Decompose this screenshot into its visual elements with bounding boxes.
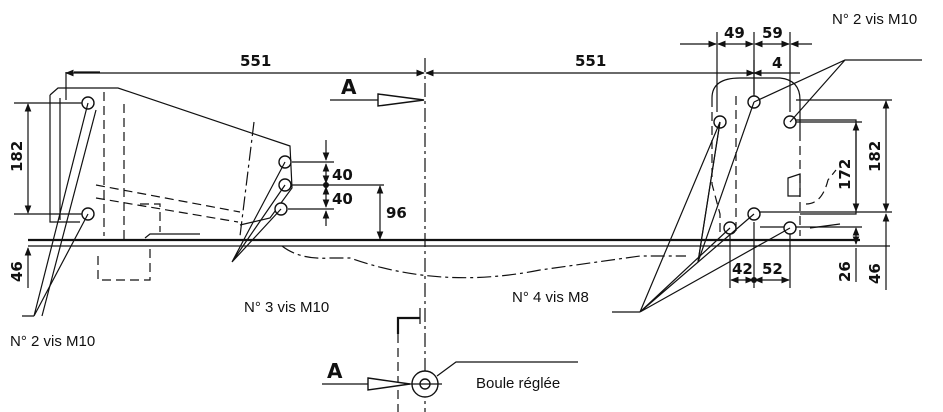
callout-center-bolts: N° 3 vis M10 [244,299,329,316]
section-arrow-top: A [330,75,425,107]
dim-right-551: 551 [575,52,606,70]
dim-right-172: 172 [836,159,854,190]
ball-detail: A [322,308,578,412]
center-mount: 40 40 96 [231,140,407,263]
dim-right-42: 42 [732,260,753,278]
dim-center-40-upper: 40 [332,166,353,184]
dim-right-26: 26 [836,261,854,282]
dim-center-96: 96 [386,204,407,222]
overall-dimension: 551 551 [65,52,755,100]
dim-right-182: 182 [866,141,884,172]
callout-left-bolts: N° 2 vis M10 [10,333,95,350]
dim-right-49: 49 [724,24,745,42]
left-bracket: 182 46 [8,71,293,317]
callout-top-right-bolts: N° 2 vis M10 [832,11,917,28]
dim-left-46: 46 [8,261,26,282]
underside-profile [281,245,686,279]
dim-right-52: 52 [762,260,783,278]
callout-right-bolts: N° 4 vis M8 [512,289,589,306]
dim-right-4: 4 [772,54,782,72]
section-letter-top: A [341,75,357,99]
dim-right-46: 46 [866,263,884,284]
callout-ball: Boule réglée [476,375,560,392]
dim-left-551: 551 [240,52,271,70]
dim-right-59: 59 [762,24,783,42]
section-letter-bottom: A [327,359,343,383]
right-bracket: 49 59 4 172 182 26 46 42 52 [612,24,922,313]
dim-center-40-lower: 40 [332,190,353,208]
dim-left-182: 182 [8,141,26,172]
